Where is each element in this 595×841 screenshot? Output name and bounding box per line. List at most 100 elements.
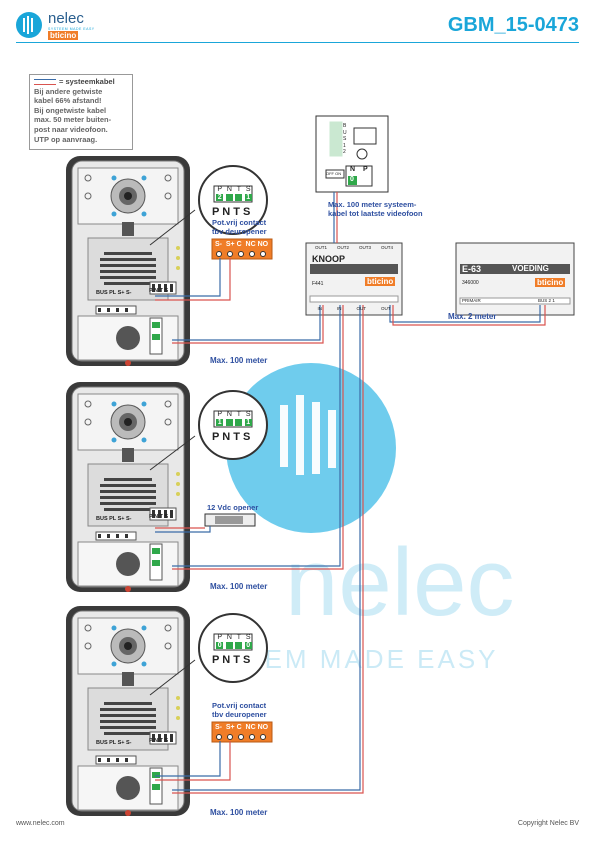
legend-title: = systeemkabel (59, 77, 115, 86)
distance-label-2: Max. 100 meter (210, 582, 268, 591)
knoop-code: F441 (312, 281, 324, 287)
voeding-bus-term: 2 (548, 298, 552, 303)
zoom-3-values: 0 0 (215, 642, 253, 649)
contact-title-3: Pot.vrij contact tbv deuropener (212, 701, 267, 719)
legend-line: kabel 66% afstand! (34, 96, 102, 106)
knoop-port: OUT3 (358, 245, 371, 250)
zoom-label: P (217, 634, 223, 641)
bus-label-3: BUS PL S+ S- (96, 740, 132, 746)
note-line: kabel tot laatste videofoon (328, 209, 423, 218)
zoom-2-footer: P N T S (212, 431, 251, 443)
vp-terminal: S (343, 136, 347, 142)
contact-title-line: Pot.vrij contact (212, 218, 267, 227)
zoom-label: N (226, 634, 232, 641)
knoop-bottom-ports: IN IN OUT OUT (310, 306, 398, 311)
contact-terms-1: S- S+ C NC NO (215, 241, 269, 248)
knoop-port: OUT2 (336, 245, 349, 250)
cable-swatch (34, 79, 56, 86)
zoom-label: S (245, 186, 251, 193)
legend-line: Bij ongetwiste kabel (34, 105, 107, 115)
zoom-3-header: P N T S (215, 634, 253, 641)
zoom-label: P (217, 186, 223, 193)
watermark-text: nelec (285, 529, 515, 636)
knoop-brand: bticino (365, 277, 396, 286)
cable-runs (155, 192, 546, 794)
pnts-label-2: P N T S (149, 514, 169, 520)
opener-title: 12 Vdc opener (207, 503, 259, 512)
videophone (315, 115, 389, 193)
bus-label-2: BUS PL S+ S- (96, 516, 132, 522)
vp-terminals: B U S 1 2 (343, 123, 347, 156)
vp-terminal: 1 (343, 142, 346, 149)
relay-contact-3 (211, 721, 273, 743)
knoop-top-ports: OUT1 OUT2 OUT3 OUT4 (310, 245, 398, 250)
door-station-2 (65, 381, 191, 593)
zoom-2-header: P N T S (215, 411, 253, 418)
header-rule (16, 42, 579, 43)
relay-contact-1 (211, 238, 273, 260)
voeding-bus: BUS 2 1 (538, 298, 555, 303)
brand-name: nelec (48, 10, 84, 27)
legend-line: max. 50 meter buiten- (34, 115, 112, 125)
zoom-label: T (236, 634, 242, 641)
dip-value: 1 (244, 194, 252, 201)
vp-np: N P (350, 166, 368, 173)
knoop-port: IN (317, 306, 323, 311)
legend-box: = systeemkabel Bij andere getwiste kabel… (29, 74, 133, 150)
zoom-label: P (217, 411, 223, 418)
knoop-name: KNOOP (312, 254, 346, 264)
distance-label-3: Max. 100 meter (210, 808, 268, 817)
legend-line: UTP op aanvraag. (34, 134, 98, 144)
door-station-3 (65, 605, 191, 817)
vp-switch: OFF ON (326, 171, 342, 176)
zoom-circle-2 (149, 390, 268, 471)
note-system-cable: Max. 100 meter systeem- kabel tot laatst… (328, 200, 423, 218)
vp-n: N (350, 166, 356, 173)
knoop-port: OUT (381, 306, 391, 311)
note-line: Max. 100 meter systeem- (328, 200, 417, 209)
voeding-brand: bticino (535, 278, 566, 287)
knoop-port: OUT1 (314, 245, 327, 250)
voeding-bus-label: BUS (538, 298, 548, 303)
voeding-device (455, 242, 575, 316)
dip-value: 2 (216, 194, 224, 201)
vp-terminal: 2 (343, 149, 346, 155)
zoom-1-header: P N T S (215, 186, 253, 193)
pnts-label-3: P N T S (149, 738, 169, 744)
zoom-label: N (226, 186, 232, 193)
zoom-label: T (236, 186, 242, 193)
note-max2: Max. 2 meter (448, 312, 497, 321)
footer-left: www.nelec.com (16, 820, 65, 827)
zoom-label: S (245, 411, 251, 418)
knoop-port: OUT4 (380, 245, 393, 250)
knoop-port: IN (337, 306, 342, 311)
voeding-bus-term: 1 (552, 298, 555, 303)
contact-terms-3: S- S+ C NC NO (215, 724, 269, 731)
voeding-name: VOEDING (512, 264, 549, 273)
knoop-port: OUT (356, 306, 367, 311)
bus-label-1: BUS PL S+ S- (96, 290, 132, 296)
vp-terminal: U (343, 129, 347, 136)
pnts-label-1: P N T S (149, 288, 169, 294)
contact-title-line: tbv deuropener (212, 227, 267, 236)
doc-code: GBM_15-0473 (447, 14, 579, 36)
zoom-circle-1 (149, 165, 268, 246)
dip-value: 0 (244, 642, 252, 649)
dip-value: 0 (216, 642, 224, 649)
contact-title-line: tbv deuropener (212, 710, 267, 719)
dip-value: 1 (244, 419, 252, 426)
zoom-label: N (226, 411, 232, 418)
zoom-1-footer: P N T S (212, 206, 251, 218)
contact-title-1: Pot.vrij contact tbv deuropener (212, 218, 267, 236)
voeding-code: E-63 (462, 264, 482, 274)
voeding-article: 346000 (462, 280, 479, 286)
zoom-1-values: 2 1 (215, 194, 253, 201)
distance-label-1: Max. 100 meter (210, 356, 268, 365)
vp-p: P (363, 166, 368, 173)
logo-mark-icon (16, 12, 42, 38)
dc-opener (204, 513, 256, 527)
legend-line: post naar videofoon. (34, 124, 108, 134)
door-station-1 (65, 155, 191, 367)
